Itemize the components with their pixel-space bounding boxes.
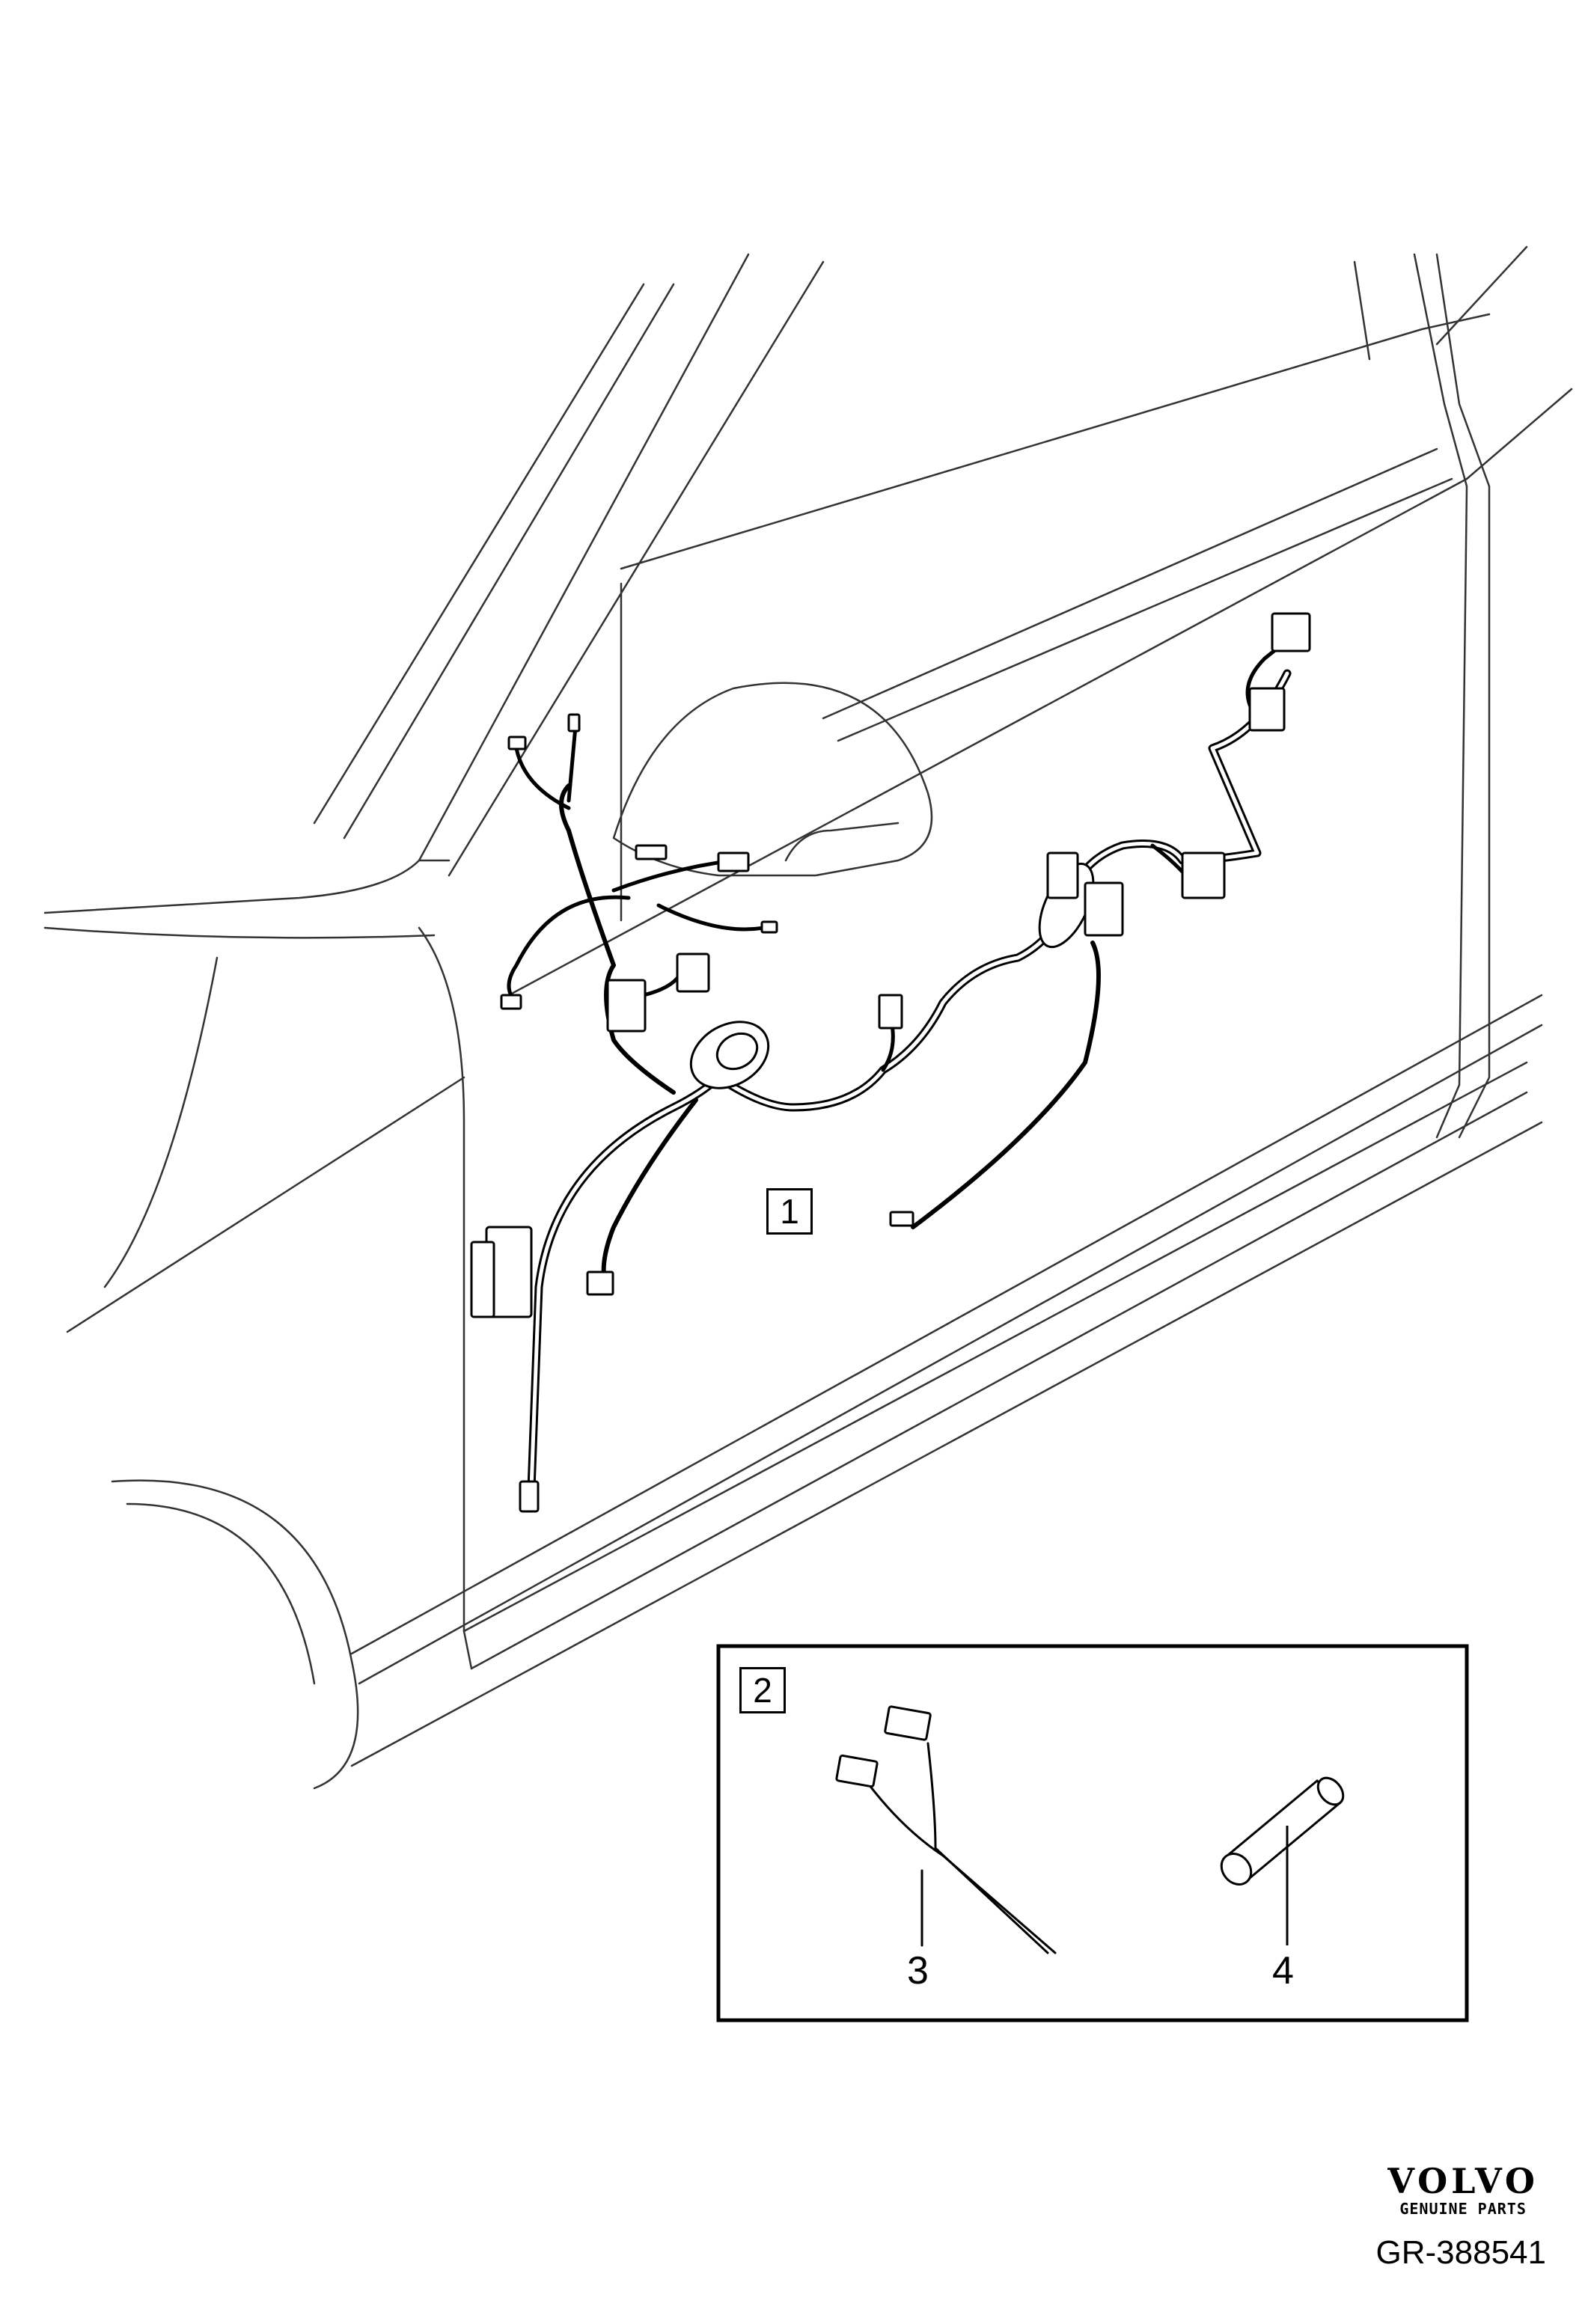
connector-mirror-right	[717, 851, 750, 872]
harness-loop	[911, 941, 1101, 1229]
part-number-3: 3	[907, 1949, 929, 1993]
a-pillar-line-2	[343, 283, 675, 840]
connector-center-2	[676, 952, 710, 993]
part4-fuse-cap-left	[1220, 1853, 1253, 1886]
connector-center-1	[606, 979, 647, 1033]
belt-line	[507, 477, 1468, 997]
callout-2: 2	[739, 1667, 786, 1713]
part3-connector-a	[835, 1754, 879, 1788]
hood-crease	[43, 926, 436, 939]
sill-line-4	[470, 1091, 1528, 1670]
connector-right-harness	[1046, 851, 1079, 899]
pillar-harness-end	[519, 1480, 540, 1513]
part3-wire-b	[926, 1742, 1049, 1954]
connector-left	[500, 994, 522, 1010]
mirror-housing	[612, 682, 933, 877]
connector-mirror-1	[507, 736, 527, 750]
b-pillar-inner	[1435, 253, 1491, 1139]
sill-line-1	[350, 994, 1543, 1655]
connector-sensor	[878, 994, 903, 1030]
harness-branch-mid	[641, 970, 683, 997]
connector-lower	[586, 1270, 614, 1296]
harness-branch-right-a	[656, 903, 766, 932]
b-pillar-edge	[1353, 260, 1371, 361]
door-bottom-corner	[462, 1630, 473, 1670]
connector-right-a	[760, 920, 778, 934]
sill-line-2	[358, 1024, 1543, 1685]
b-pillar-outer	[1413, 253, 1468, 1139]
main-harness-outer	[527, 669, 1292, 1493]
a-pillar-line-1	[313, 283, 645, 825]
connector-end	[889, 1211, 914, 1227]
figure-id: GR-388541	[1375, 2234, 1546, 2271]
accessory-frame	[716, 1644, 1469, 2022]
harness-branch-down	[601, 1098, 698, 1289]
pillar-module-side	[470, 1241, 495, 1318]
callout-1: 1	[766, 1188, 813, 1235]
hood-line	[43, 859, 451, 914]
part3-connector-b	[884, 1705, 932, 1741]
connector-right-bottom	[1181, 851, 1226, 899]
part4-fuse-cap-right	[1316, 1776, 1345, 1806]
a-pillar-line-4	[448, 260, 825, 877]
mirror-inner-edge	[784, 822, 900, 862]
part-number-4: 4	[1272, 1949, 1294, 1993]
wheel-arch-outer	[111, 1479, 359, 1790]
brand-logo: VOLVO GENUINE PARTS	[1387, 2162, 1539, 2218]
front-door-edge	[418, 926, 465, 1633]
sill-line-3	[462, 1061, 1528, 1633]
window-sill-line-1	[822, 447, 1438, 720]
harness-branch-left	[507, 895, 631, 1005]
connector-right-mid	[1084, 881, 1124, 937]
main-harness-inner	[529, 671, 1289, 1491]
wheel-arch-inner	[126, 1502, 316, 1685]
sill-line-5	[350, 1121, 1543, 1767]
brand-subtitle: GENUINE PARTS	[1399, 2200, 1527, 2218]
rear-roof-line-2	[1465, 388, 1573, 480]
grommet-inner	[715, 1032, 759, 1071]
connector-upper-right-2	[1248, 687, 1286, 732]
a-pillar-line-3	[418, 253, 750, 862]
connector-mirror-2	[567, 713, 581, 733]
connector-mirror-base	[635, 844, 668, 860]
rear-roof-line-1	[1435, 245, 1528, 346]
brand-name: VOLVO	[1387, 2161, 1539, 2201]
fender-upper	[103, 956, 219, 1288]
connector-upper-right-1	[1271, 612, 1311, 652]
harness-branch-upper	[514, 746, 571, 810]
window-sill-line-2	[837, 477, 1453, 742]
part3-wire-a	[859, 1772, 1057, 1954]
window-top-edge	[620, 313, 1491, 570]
harness-branch-mirror	[559, 783, 676, 1095]
fender-crease	[66, 1076, 465, 1333]
